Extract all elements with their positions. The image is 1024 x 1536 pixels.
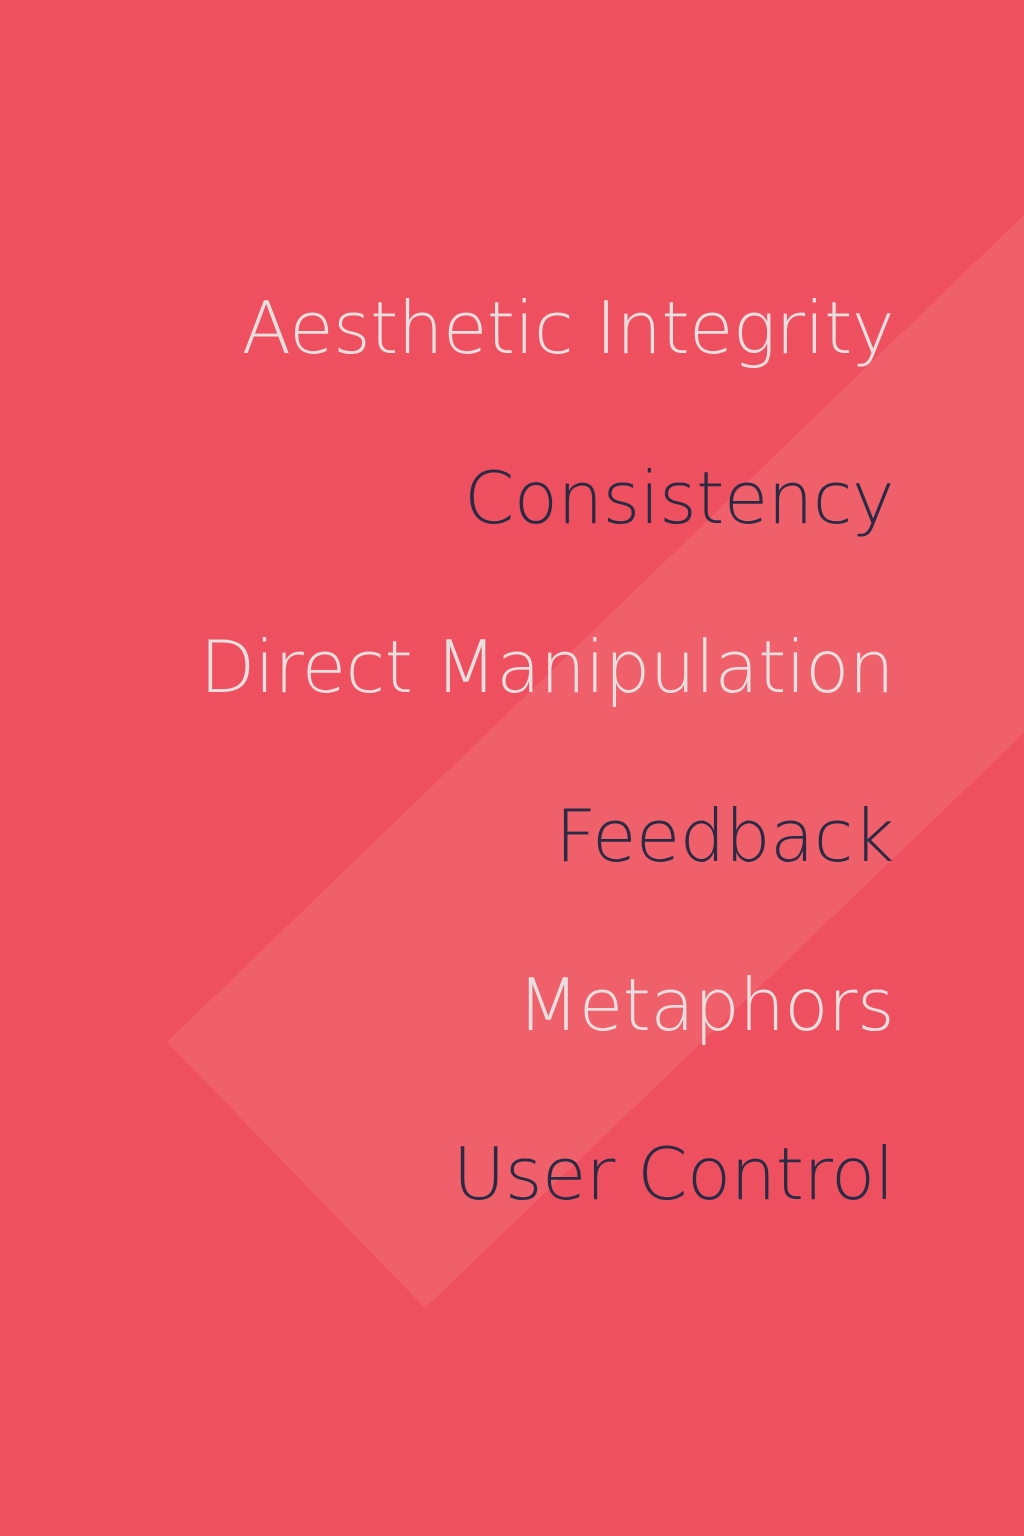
principle-user-control: User Control [452,1132,895,1216]
principle-consistency: Consistency [464,456,894,540]
principle-feedback: Feedback [555,794,894,878]
principle-direct-manipulation: Direct Manipulation [199,625,895,709]
principle-metaphors: Metaphors [517,963,894,1047]
principle-aesthetic-integrity: Aesthetic Integrity [241,286,895,370]
